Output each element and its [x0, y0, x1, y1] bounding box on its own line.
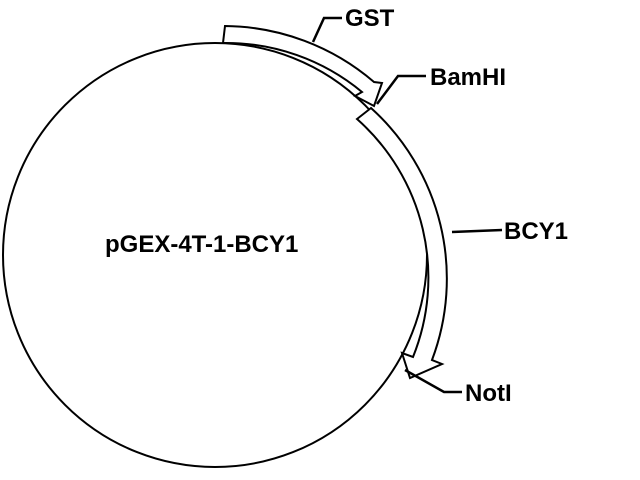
gst-leader-line	[311, 16, 342, 43]
bamhi-label: BamHI	[430, 64, 506, 91]
gst-feature-arrow	[221, 24, 384, 108]
noti-label: NotI	[465, 380, 512, 407]
bcy1-label: BCY1	[504, 218, 568, 245]
plasmid-name: pGEX-4T-1-BCY1	[105, 231, 298, 258]
bcy1-feature-arrow	[355, 106, 448, 380]
noti-leader-line	[404, 368, 462, 394]
bcy1-leader-line	[451, 228, 503, 234]
gst-label: GST	[345, 5, 395, 32]
bamhi-leader-line	[376, 74, 426, 105]
